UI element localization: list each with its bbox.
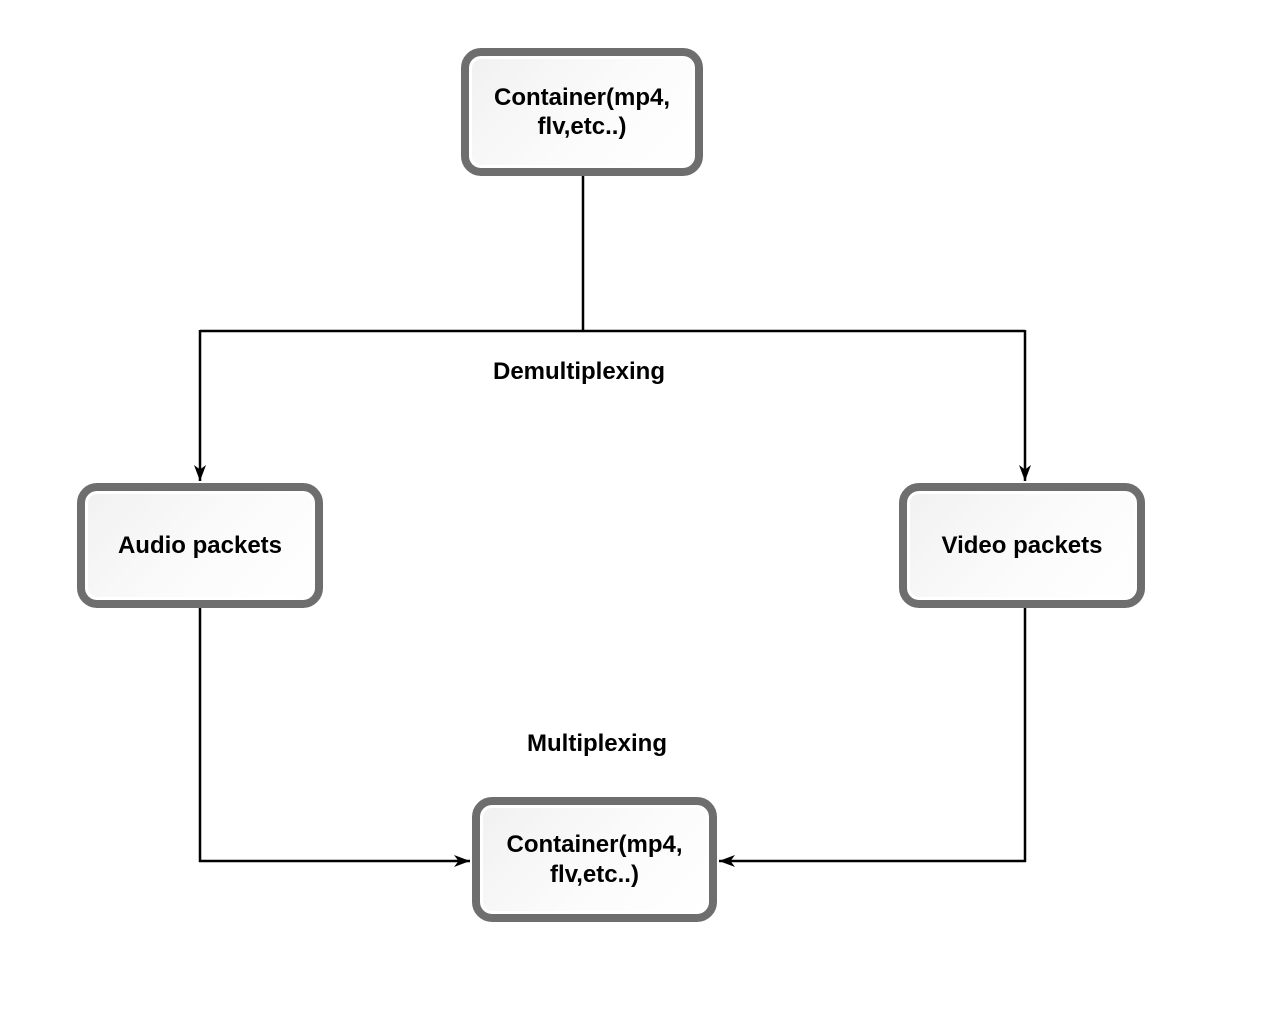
edge-label-multiplexing: Multiplexing: [527, 730, 667, 757]
node-container-source: Container(mp4, flv,etc..): [461, 48, 703, 176]
node-container-output-label-line2: flv,etc..): [550, 860, 639, 888]
node-audio-packets-label: Audio packets: [117, 531, 283, 559]
node-container-output: Container(mp4, flv,etc..): [472, 797, 717, 922]
node-video-packets: Video packets: [899, 483, 1145, 608]
node-container-source-label-line1: Container(mp4,: [493, 83, 670, 111]
node-video-packets-label: Video packets: [941, 531, 1103, 559]
node-audio-packets: Audio packets: [77, 483, 323, 608]
edge-label-demultiplexing: Demultiplexing: [492, 358, 666, 385]
node-container-output-label-line1: Container(mp4,: [506, 831, 683, 859]
node-container-source-label-line2: flv,etc..): [537, 113, 627, 140]
